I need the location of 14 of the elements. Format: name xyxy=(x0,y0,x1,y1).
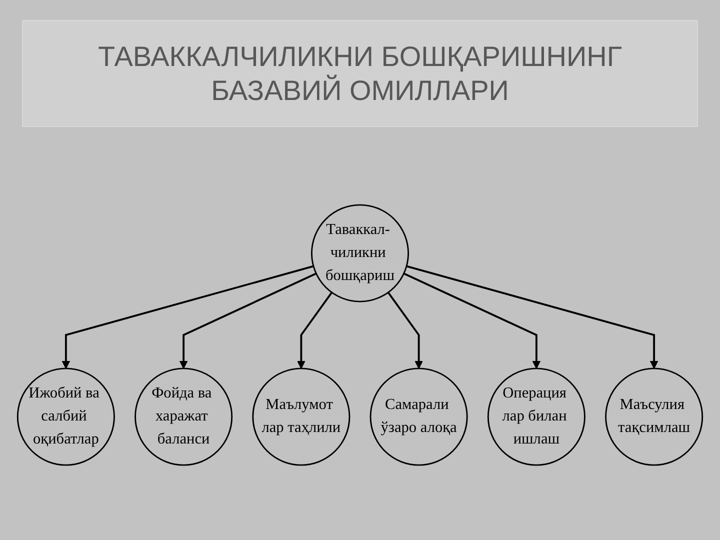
arrow xyxy=(406,265,658,369)
node-circle: Самарали ўзаро алоқа xyxy=(370,368,468,466)
node-circle: Маъсулия тақсимлаш xyxy=(605,368,704,466)
slide-title: ТАВАККАЛЧИЛИКНИ БОШҚАРИШНИНГ БАЗАВИЙ ОМИЛЛАРИ xyxy=(97,40,623,108)
node-circle: Ижобий ва салбий оқибатлар xyxy=(16,368,115,466)
node-circle: Фойда ва харажат баланси xyxy=(134,368,233,466)
arrow xyxy=(62,265,314,369)
node-circle: Маълумот лар таҳлили xyxy=(252,368,350,466)
arrow xyxy=(179,272,317,369)
arrow xyxy=(296,292,333,369)
node-circle: Операция лар билан ишлаш xyxy=(487,368,586,466)
arrow xyxy=(387,292,424,369)
node-circle: Таваккал- чиликни бошқариш xyxy=(311,204,409,302)
arrow xyxy=(403,272,541,369)
